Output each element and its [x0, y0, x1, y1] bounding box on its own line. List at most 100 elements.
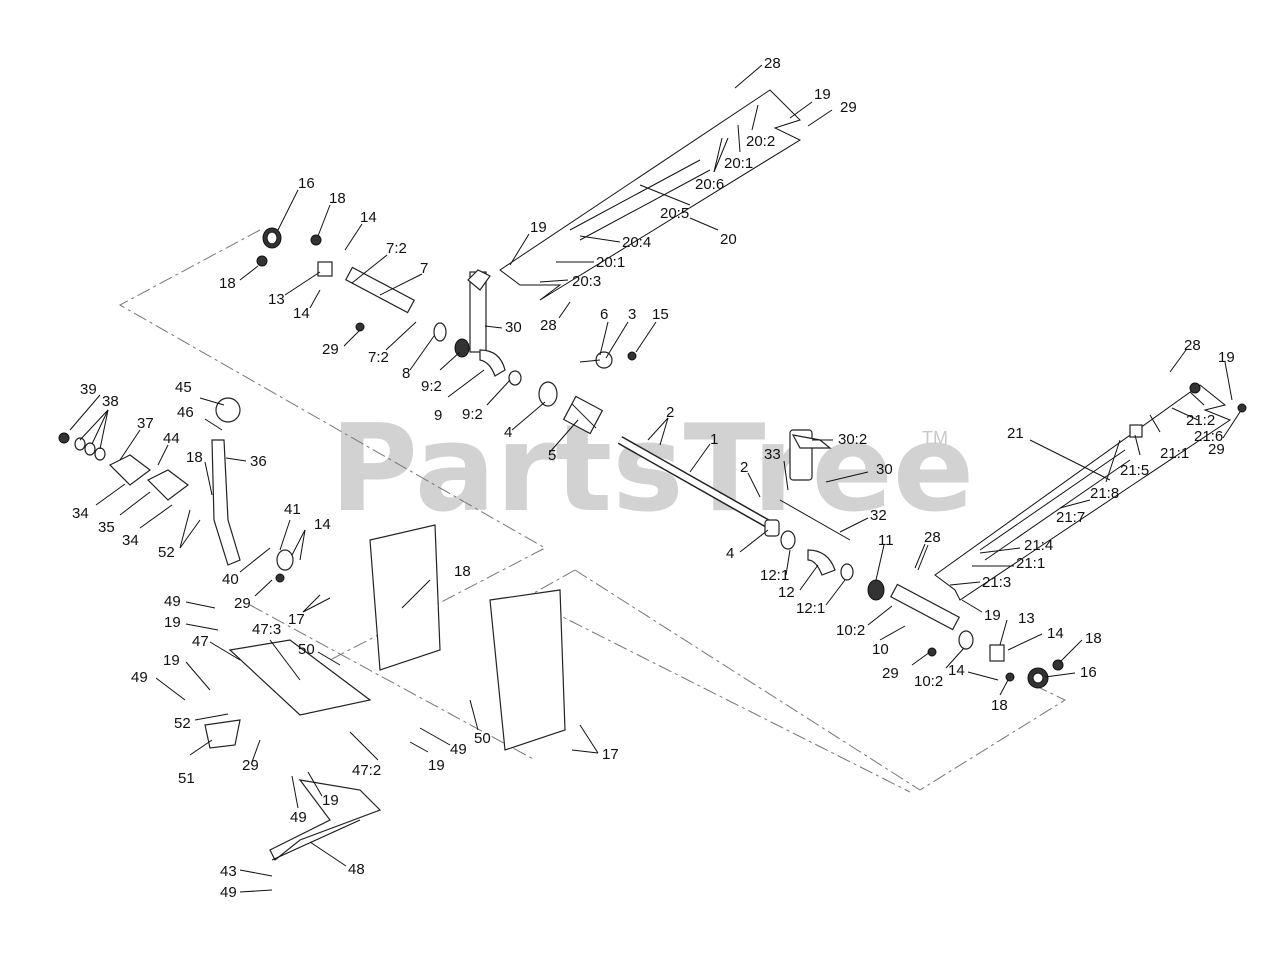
callout: 32 [870, 507, 887, 524]
callout: 38 [102, 393, 119, 410]
callout: 13 [268, 291, 285, 308]
callout: 19 [322, 792, 339, 809]
callout: 21:8 [1090, 485, 1119, 502]
callout: 19 [814, 86, 831, 103]
callout: 30 [505, 319, 522, 336]
callout: 14 [1047, 625, 1064, 642]
callout: 37 [137, 415, 154, 432]
callout: 1 [710, 431, 718, 448]
callout: 30 [876, 461, 893, 478]
callout: 20:1 [596, 254, 625, 271]
callout: 20:5 [660, 205, 689, 222]
callout: 49 [290, 809, 307, 826]
callout: 20:6 [695, 176, 724, 193]
callout: 19 [530, 219, 547, 236]
callout: 10 [872, 641, 889, 658]
callout: 36 [250, 453, 267, 470]
callout: 47:3 [252, 621, 281, 638]
callout: 21:1 [1016, 555, 1045, 572]
callout: 4 [726, 545, 734, 562]
callout: 6 [600, 306, 608, 323]
callout: 21:6 [1194, 428, 1223, 445]
callout: 29 [840, 99, 857, 116]
callout: 7 [420, 260, 428, 277]
callout: 28 [540, 317, 557, 334]
callout: 47 [192, 633, 209, 650]
callout: 45 [175, 379, 192, 396]
callout: 21:2 [1186, 412, 1215, 429]
callout: 29 [242, 757, 259, 774]
callout: 29 [234, 595, 251, 612]
callout: 11 [878, 532, 894, 549]
callout: 12:1 [796, 600, 825, 617]
callout: 20:4 [622, 234, 651, 251]
callout: 18 [1085, 630, 1102, 647]
callout: 43 [220, 863, 237, 880]
callout: 49 [450, 741, 467, 758]
left-upper-parts [256, 227, 558, 407]
callout: 46 [177, 404, 194, 421]
callout: 10:2 [914, 673, 943, 690]
callout: 35 [98, 519, 115, 536]
callout: 2 [740, 459, 748, 476]
callout: 28 [764, 55, 781, 72]
callout-labels: 28 19 29 20:2 20:1 20:6 20:5 20 20:4 20:… [72, 55, 1235, 901]
callout: 19 [984, 607, 1001, 624]
callout: 50 [298, 641, 315, 658]
callout: 29 [882, 665, 899, 682]
callout: 14 [948, 662, 965, 679]
callout: 13 [1018, 610, 1035, 627]
callout: 52 [158, 544, 175, 561]
callout: 47:2 [352, 762, 381, 779]
right-parts [889, 382, 1247, 689]
callout: 21:4 [1024, 537, 1053, 554]
callout: 19 [1218, 349, 1235, 366]
callout: 34 [122, 532, 139, 549]
leader-lines [69, 64, 1241, 893]
rod-20-5 [569, 159, 701, 231]
handle-assembly [58, 397, 294, 583]
rod-21-7b [984, 459, 1131, 561]
watermark-trademark: TM [922, 428, 948, 448]
callout: 7:2 [386, 240, 407, 257]
kit-21-outline [934, 384, 1232, 601]
callout: 28 [1184, 337, 1201, 354]
callout: 29 [322, 341, 339, 358]
callout: 5 [548, 447, 556, 464]
callout: 48 [348, 861, 365, 878]
callout: 9:2 [421, 378, 442, 395]
callout: 8 [402, 365, 410, 382]
callout: 20 [720, 231, 737, 248]
callout: 18 [329, 190, 346, 207]
callout: 28 [924, 529, 941, 546]
rod-21-7 [979, 449, 1126, 551]
callout: 51 [178, 770, 195, 787]
callout: 20:2 [746, 133, 775, 150]
callout: 30:2 [838, 431, 867, 448]
callout: 21:7 [1056, 509, 1085, 526]
callout: 21:5 [1120, 462, 1149, 479]
callout: 2 [666, 404, 674, 421]
callout: 40 [222, 571, 239, 588]
callout: 50 [474, 730, 491, 747]
main-shaft [617, 436, 773, 529]
callout: 39 [80, 381, 97, 398]
callout: 49 [164, 593, 181, 610]
callout: 19 [163, 652, 180, 669]
callout: 14 [314, 516, 331, 533]
callout: 9:2 [462, 406, 483, 423]
callout: 9 [434, 407, 442, 424]
callout: 12:1 [760, 567, 789, 584]
callout: 16 [1080, 664, 1097, 681]
callout: 52 [174, 715, 191, 732]
callout: 12 [778, 584, 795, 601]
callout: 33 [764, 446, 781, 463]
callout: 44 [163, 430, 180, 447]
callout: 18 [186, 449, 203, 466]
callout: 17 [602, 746, 619, 763]
callout: 16 [298, 175, 315, 192]
callout: 4 [504, 424, 512, 441]
callout: 21:3 [982, 574, 1011, 591]
callout: 20:3 [572, 273, 601, 290]
